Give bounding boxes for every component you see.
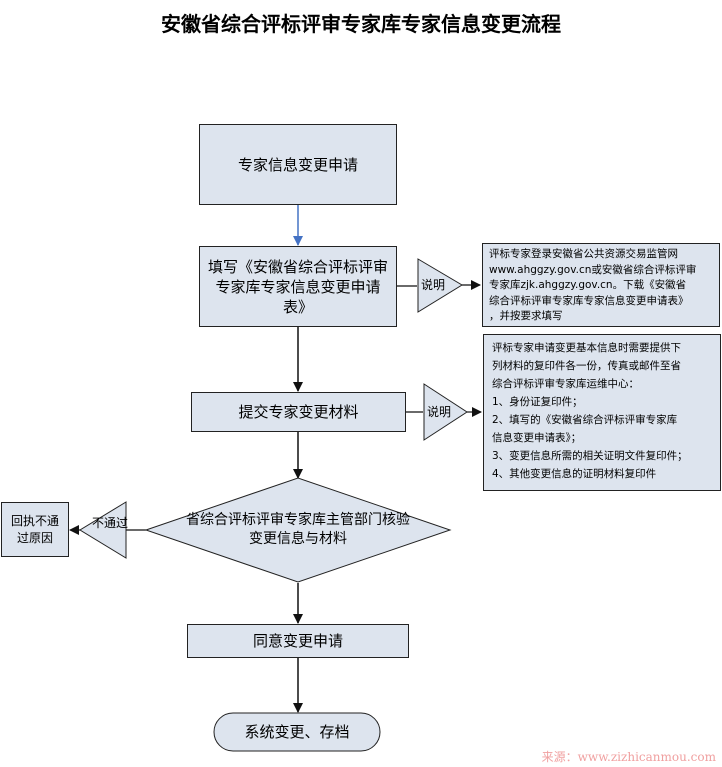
page-title: 安徽省综合评标评审专家库专家信息变更流程 (161, 12, 561, 36)
callout-shape-1 (417, 258, 463, 313)
step-fill-label: 填写《安徽省综合评标评审专家库专家信息变更申请表》 (208, 257, 389, 316)
step-review-label: 省综合评标评审专家库主管部门核验变更信息与材料 (186, 512, 410, 547)
archive-terminal (213, 712, 381, 752)
note-2-line: 评标专家申请变更基本信息时需要提供下 (492, 342, 681, 354)
note-2-box: 评标专家申请变更基本信息时需要提供下 列材料的复印件各一份，传真或邮件至省 综合… (483, 334, 721, 491)
step-archive-label: 系统变更、存档 (244, 722, 350, 741)
note-1-line: 专家库zjk.ahggzy.gov.cn。下载《安徽省 (489, 279, 687, 291)
note-2-line: 综合评标评审专家库运维中心： (492, 378, 639, 390)
reject-result-box: 回执不通过原因 (1, 502, 69, 557)
reject-label: 不通过 (92, 516, 129, 530)
note-2-line: 列材料的复印件各一份，传真或邮件至省 (492, 360, 681, 372)
step-agree: 同意变更申请 (187, 624, 409, 658)
note-2-line: 2、填写的《安徽省综合评标评审专家库 (492, 414, 678, 426)
reject-result-label: 回执不通过原因 (10, 513, 59, 545)
note-2-label: 说明 (426, 405, 451, 419)
step-agree-label: 同意变更申请 (252, 632, 343, 650)
step-fill: 填写《安徽省综合评标评审专家库专家信息变更申请表》 (199, 246, 397, 327)
note-2-line: 信息变更申请表》； (492, 432, 582, 444)
note-1-line: ，并按要求填写 (489, 310, 563, 322)
step-submit: 提交专家变更材料 (191, 392, 406, 432)
callout-shape-reject (79, 501, 127, 559)
note-1-box: 评标专家登录安徽省公共资源交易监管网 www.ahggzy.gov.cn或安徽省… (482, 243, 720, 327)
note-1-line: 评标专家登录安徽省公共资源交易监管网 (489, 248, 678, 260)
note-2-line: 3、变更信息所需的相关证明文件复印件； (492, 450, 688, 462)
callout-shape-2 (423, 383, 468, 441)
note-1-label: 说明 (420, 278, 445, 292)
note-2-line: 1、身份证复印件； (492, 396, 583, 408)
step-apply-label: 专家信息变更申请 (237, 155, 358, 174)
note-2-line: 4、其他变更信息的证明材料复印件 (492, 468, 657, 480)
step-submit-label: 提交专家变更材料 (238, 403, 359, 421)
note-1-line: www.ahggzy.gov.cn或安徽省综合评标评审 (489, 263, 697, 276)
review-diamond (144, 477, 452, 583)
step-apply: 专家信息变更申请 (199, 124, 397, 205)
source-watermark: 来源：www.zizhicanmou.com (541, 750, 716, 764)
note-1-line: 综合评标评审专家库专家信息变更申请表》 (489, 294, 689, 307)
